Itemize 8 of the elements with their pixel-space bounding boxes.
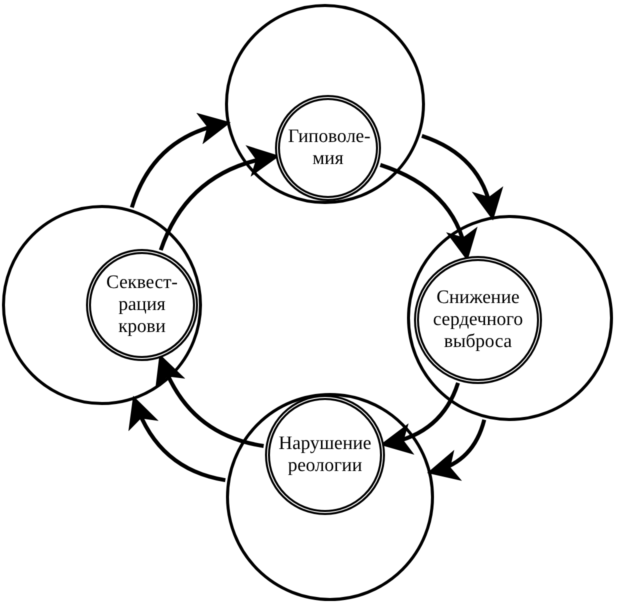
node-text: Гиповоле-мия [288, 126, 368, 170]
curved-arrow [421, 134, 502, 220]
node-text: Секвест-рация крови [105, 272, 179, 338]
curved-arrow [129, 396, 226, 482]
node-text: Снижение сердечного выброса [432, 287, 524, 353]
curved-arrow [427, 419, 486, 480]
curved-arrow [130, 114, 231, 208]
node-text: Нарушение реологии [278, 433, 372, 477]
